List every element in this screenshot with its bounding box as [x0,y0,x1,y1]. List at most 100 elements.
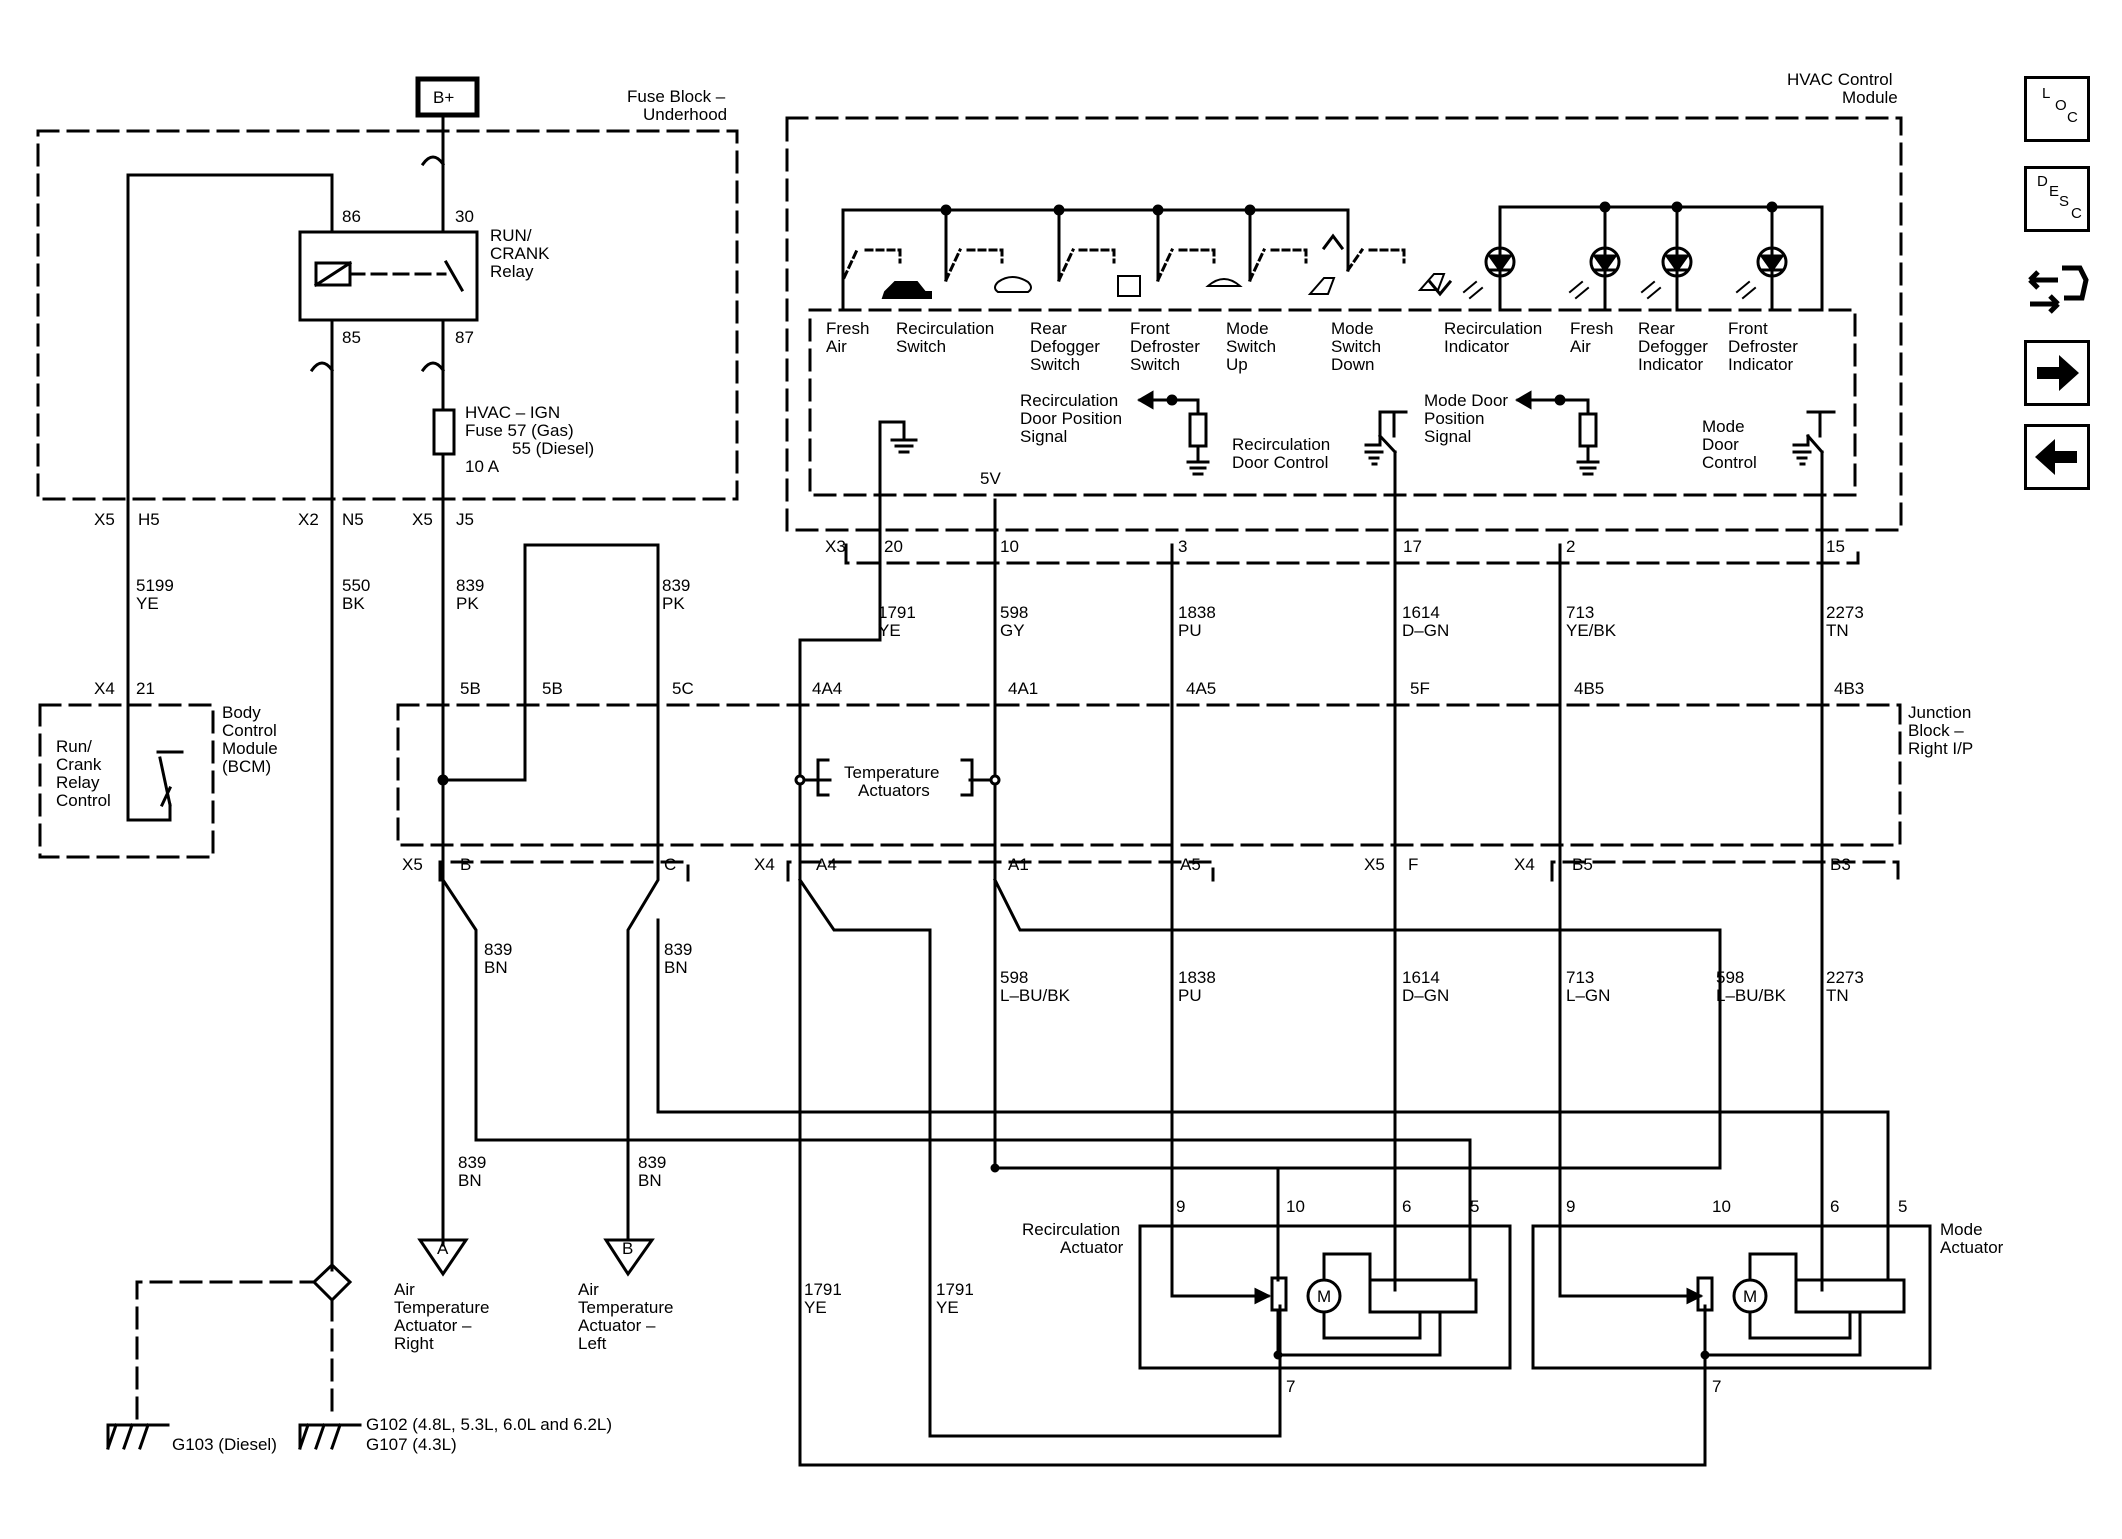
wire-1791-color: YE [878,621,901,640]
jb-pin-a1: A1 [1008,855,1029,874]
temp-actuators-label-1: Temperature [844,763,939,782]
loc-letter-l: L [2042,85,2051,102]
recirc-pin-7: 7 [1286,1377,1295,1396]
temp-actuators-label-2: Actuators [858,781,930,800]
loc-letter-o: O [2055,97,2067,114]
desc-letter-e: E [2049,183,2060,200]
jb-connector-x5-left [438,860,690,882]
fresh-air-ind-label-2: Air [1570,337,1591,356]
rear-defog-switch-label-2: Defogger [1030,337,1100,356]
jb-pin-4a4: 4A4 [812,679,842,698]
recirc-motor-label: M [1317,1287,1331,1306]
jb-pin-4b3: 4B3 [1834,679,1864,698]
car-fresh-air-icon [881,281,932,299]
recirc-door-pos-label-2: Door Position [1020,409,1122,428]
recirc-indicator-label: Recirculation [1444,319,1542,338]
wire-1838: 1838 [1178,603,1216,622]
wire-1791: 1791 [878,603,916,622]
recirc-pin-6: 6 [1402,1197,1411,1216]
relay-label-3: Relay [490,262,534,281]
offpage-b-letter: B [622,1239,633,1258]
wire-839-bn-1: 839 [484,940,512,959]
relay-box [298,230,479,322]
jb-pin-5b-b: 5B [542,679,563,698]
mode-down-label-3: Down [1331,355,1374,374]
bcm-label-4: (BCM) [222,757,271,776]
ground-g103-label: G103 (Diesel) [172,1435,277,1454]
jb-pin-4a5: 4A5 [1186,679,1216,698]
jb-pin-b: B [460,855,471,874]
conn-x4-jb-right: X4 [1514,855,1535,874]
conn-x4-bcm: X4 [94,679,115,698]
conn-x5-jb: X5 [402,855,423,874]
front-defrost-ind-label-2: Defroster [1728,337,1798,356]
hvac-module-label-1: HVAC Control [1787,70,1893,89]
wire-713-b: 713 [1566,968,1594,987]
wire-839-bn-4-color: BN [638,1171,662,1190]
rear-defog-icon [1117,275,1141,297]
next-page-button[interactable] [2024,340,2090,406]
wire-550-color: BK [342,594,365,613]
wire-598-b: 598 [1000,968,1028,987]
offpage-a [417,1238,469,1277]
conn-x5-j5: X5 [412,510,433,529]
mode-door-ctrl-label-3: Control [1702,453,1757,472]
pin-j5: J5 [456,510,474,529]
ground-dashed-left [135,1280,314,1420]
pin-15: 15 [1826,537,1845,556]
mode-motor-label: M [1743,1287,1757,1306]
connector-tool-button[interactable] [2024,258,2090,324]
wire-1791-c: 1791 [936,1280,974,1299]
fuse-label-2: Fuse 57 (Gas) [465,421,574,440]
pin-21: 21 [136,679,155,698]
fuse-element [432,408,456,456]
offpage-b-label-3: Actuator – [578,1316,656,1335]
wire-5199-color: YE [136,594,159,613]
conn-x2: X2 [298,510,319,529]
mode-down-label: Mode [1331,319,1374,338]
wire-839-b: 839 [662,576,690,595]
bcm-label-1: Body [222,703,261,722]
front-defrost-switch-label-3: Switch [1130,355,1180,374]
wire-713-color: YE/BK [1566,621,1617,640]
mode-door-ctrl-label: Mode [1702,417,1745,436]
bcm-inner-1: Run/ [56,737,92,756]
conn-x3: X3 [825,537,846,556]
wire-2273-b-color: TN [1826,986,1849,1005]
description-button[interactable]: D E S C [2024,166,2090,232]
wire-1614-color: D–GN [1402,621,1449,640]
recirc-door-pos-label: Recirculation [1020,391,1118,410]
wire-839-a: 839 [456,576,484,595]
pin-30: 30 [455,207,474,226]
previous-page-button[interactable] [2024,424,2090,490]
five-volt-label: 5V [980,469,1001,488]
fresh-air-ind-label: Fresh [1570,319,1613,338]
location-button[interactable]: L O C [2024,76,2090,142]
pin-10: 10 [1000,537,1019,556]
fuse-block-label-1: Fuse Block – [627,87,726,106]
wire-1614-b-color: D–GN [1402,986,1449,1005]
location-icon: L O C [2027,79,2087,139]
pin-17: 17 [1403,537,1422,556]
relay-label-1: RUN/ [490,226,532,245]
pin-3: 3 [1178,537,1187,556]
wire-1791-b: 1791 [804,1280,842,1299]
wire-1791-c-color: YE [936,1298,959,1317]
offpage-a-label-2: Temperature [394,1298,489,1317]
bcm-inner-4: Control [56,791,111,810]
pin-h5: H5 [138,510,160,529]
pin-n5: N5 [342,510,364,529]
ground-g102-label: G102 (4.8L, 5.3L, 6.0L and 6.2L) [366,1415,612,1434]
rear-defog-ind-label-3: Indicator [1638,355,1704,374]
recirc-door-ctrl-label: Recirculation [1232,435,1330,454]
recirc-actuator-label-2: Actuator [1060,1238,1124,1257]
wire-550: 550 [342,576,370,595]
jb-pin-a4: A4 [816,855,837,874]
jb-pin-5b-a: 5B [460,679,481,698]
jb-pin-5c: 5C [672,679,694,698]
mode-actuator-label-1: Mode [1940,1220,1983,1239]
fresh-air-label-2: Air [826,337,847,356]
wire-839-b-color: PK [662,594,685,613]
offpage-a-label-3: Actuator – [394,1316,472,1335]
